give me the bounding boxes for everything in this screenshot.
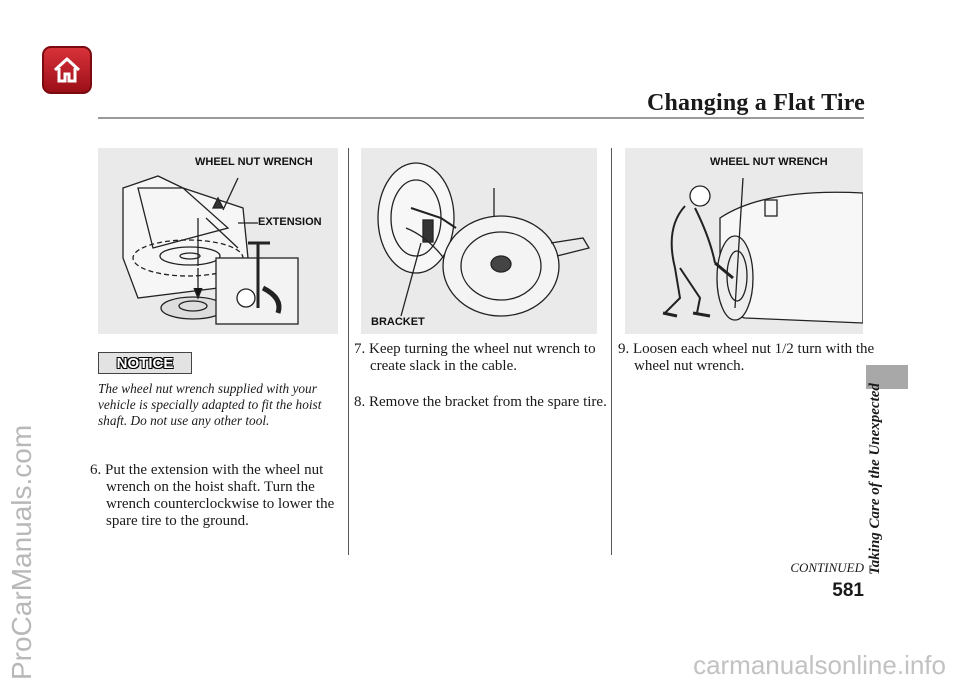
section-tab[interactable] [866,365,908,389]
spare-tire-bracket-illustration [377,162,591,317]
step-7: 7. Keep turning the wheel nut wrench to … [354,341,596,374]
column-divider-2 [611,148,612,555]
home-button[interactable] [42,46,92,94]
notice-badge: NOTICE [98,352,192,374]
page-number: 581 [832,580,864,601]
car-rear-illustration [122,175,299,325]
watermark-left: ProCarManuals.com [6,424,37,680]
step-8: 8. Remove the bracket from the spare tir… [354,394,607,410]
home-icon [53,57,81,83]
label-extension: EXTENSION [258,216,322,228]
notice-text: The wheel nut wrench supplied with your … [98,381,322,428]
section-label: Taking Care of the Unexpected [867,383,883,575]
page-title: Changing a Flat Tire [646,90,865,116]
step-6: 6. Put the extension with the wheel nut … [90,462,335,529]
figure-spare-tire-lowering: WHEEL NUT WRENCH EXTENSION [98,148,338,334]
label-wheel-nut-wrench: WHEEL NUT WRENCH [195,156,313,168]
header-rule [98,117,864,119]
label-wheel-nut-wrench-2: WHEEL NUT WRENCH [710,156,828,168]
figure-bracket-removal: BRACKET [361,148,597,334]
figure-loosen-wheel-nuts: WHEEL NUT WRENCH [625,148,864,334]
column-divider [348,148,349,555]
person-loosening-nuts-illustration [662,177,864,324]
step-9: 9. Loosen each wheel nut 1/2 turn with t… [618,341,875,374]
continued-label: CONTINUED [790,560,864,575]
label-bracket: BRACKET [371,316,425,328]
watermark-bottom: carmanualsonline.info [693,650,946,680]
